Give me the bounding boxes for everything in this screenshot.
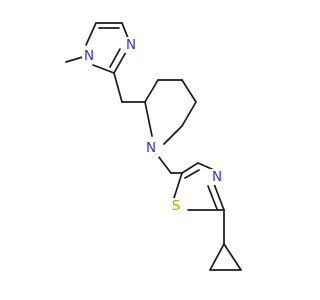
bond-thiazole-2 (197, 162, 215, 171)
bond-piperidine-1 (144, 79, 159, 103)
bond-piperidine-5 (163, 125, 183, 145)
bond-imidazole-1 (85, 22, 97, 46)
bond-thiazole-3 (213, 183, 225, 211)
atom-label-n-methyl-imidazole: N (84, 48, 94, 64)
atom-n-imidazole: N (124, 37, 138, 53)
atom-n-piperidine: N (143, 139, 159, 157)
bonds (65, 22, 242, 271)
atom-label-n-piperidine: N (146, 140, 156, 156)
molecule-diagram: N N N S N (65, 22, 242, 271)
atom-label-s-thiazole: S (172, 198, 181, 214)
bond-thiazole-1 (181, 162, 199, 174)
bond-thiazole-1b (184, 169, 200, 179)
atom-n-thiazole: N (210, 169, 224, 185)
bond-piperidine-4 (181, 101, 197, 127)
bond-imidazole-3 (121, 22, 129, 39)
atom-label-n-thiazole: N (212, 169, 222, 185)
bond-imidazole-4 (113, 51, 127, 74)
bond-thiazole-5 (173, 172, 183, 199)
bond-piperidine-6 (144, 101, 153, 137)
bond-thiazole-3b (207, 185, 218, 210)
bond-cyclopropyl-1 (209, 243, 225, 271)
bond-imidazole-5 (92, 64, 115, 74)
bond-cyclopropyl-3 (223, 243, 242, 271)
bond-piperidine-3 (181, 79, 197, 103)
atom-n-methyl-imidazole: N (82, 48, 96, 64)
atom-labels: N N N S N (82, 37, 224, 214)
bond-linker-3 (157, 155, 172, 174)
bond-linker-1 (113, 72, 123, 103)
bond-imidazole-4b (109, 48, 121, 68)
structure-canvas: N N N S N (65, 22, 242, 271)
atom-label-n-imidazole: N (126, 37, 136, 53)
atom-s-thiazole: S (169, 198, 183, 214)
